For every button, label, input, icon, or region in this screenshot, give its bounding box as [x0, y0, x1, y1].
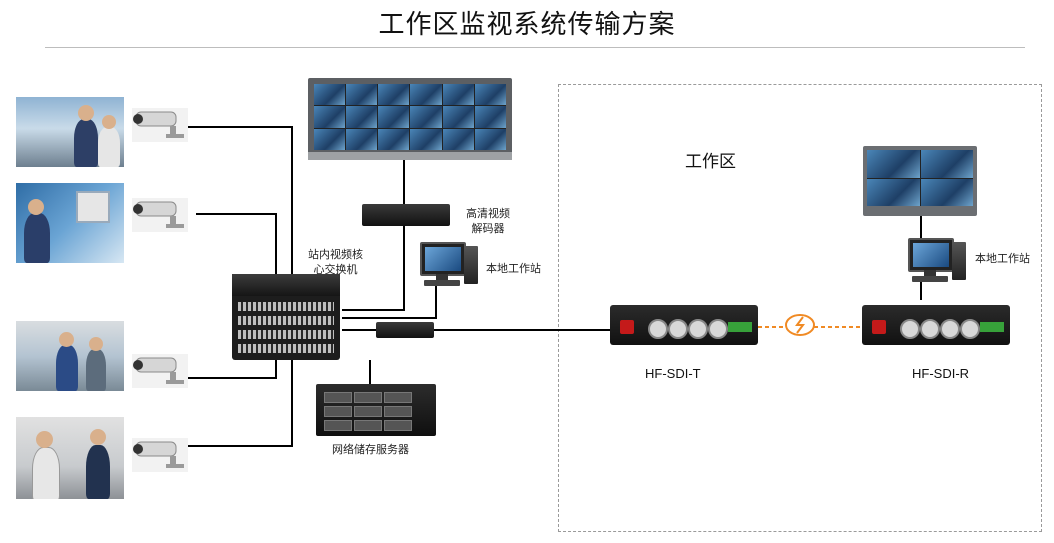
- page-title: 工作区监视系统传输方案: [378, 10, 676, 40]
- workstation-icon: [420, 242, 480, 288]
- workstation-right-label: 本地工作站: [975, 252, 1030, 265]
- work-zone-label: 工作区: [685, 152, 736, 172]
- scene-photo-ticket-counter: [16, 97, 124, 167]
- decoder-label: 高清视频 解码器: [466, 207, 510, 235]
- workstation-icon: [908, 238, 968, 284]
- work-zone-boundary: [558, 84, 1042, 532]
- storage-label: 网络储存服务器: [332, 443, 409, 456]
- workstation-left-label: 本地工作站: [486, 262, 541, 275]
- pc-left-link: [342, 286, 437, 319]
- decoder-icon: [362, 204, 450, 226]
- title-divider: [45, 47, 1025, 48]
- storage-icon: [316, 384, 436, 436]
- monitor-wall-icon: [308, 78, 512, 160]
- scene-photo-security-check: [16, 417, 124, 499]
- switch-icon: [232, 274, 340, 360]
- scene-photo-gate: [16, 321, 124, 391]
- optical-receiver-icon: [862, 305, 1010, 345]
- camera-icon: [132, 438, 188, 472]
- decoder-link: [342, 226, 405, 311]
- fiber-link-icon: [785, 314, 815, 336]
- core-switch-label: 站内视频核 心交换机: [308, 248, 363, 276]
- camera-icon: [132, 108, 188, 142]
- receiver-label: HF-SDI-R: [912, 366, 970, 381]
- transmitter-label: HF-SDI-T: [645, 366, 701, 381]
- scene-photo-ticket-machine: [16, 183, 124, 263]
- network-box-icon: [376, 322, 434, 338]
- camera-icon: [132, 198, 188, 232]
- monitor-icon: [863, 146, 977, 216]
- camera4-link: [186, 360, 293, 447]
- optical-transmitter-icon: [610, 305, 758, 345]
- camera-icon: [132, 354, 188, 388]
